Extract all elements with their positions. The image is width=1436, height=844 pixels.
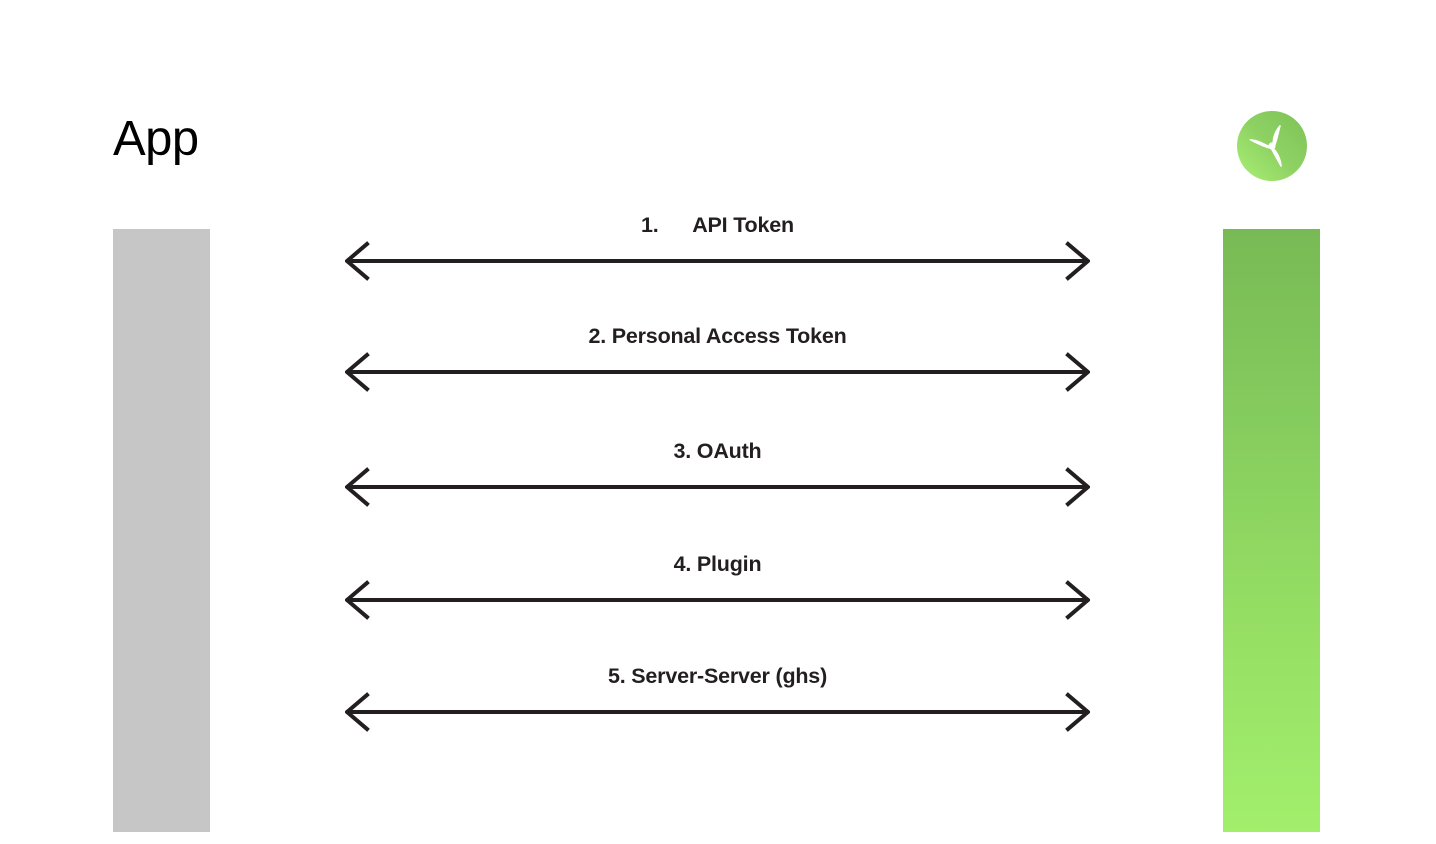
right-actor-logo xyxy=(1236,110,1308,182)
message-arrow xyxy=(345,233,1090,289)
left-actor-title: App xyxy=(113,112,199,166)
left-actor-lifeline xyxy=(113,229,210,832)
propeller-logo-icon xyxy=(1236,110,1308,182)
message-arrow xyxy=(345,572,1090,628)
message-arrow xyxy=(345,344,1090,400)
message-label: 5. Server-Server (ghs) xyxy=(607,664,828,688)
right-actor-lifeline xyxy=(1223,229,1320,832)
message-list: 1. API Token 2. Personal Access Token 3. O… xyxy=(345,0,1090,844)
message-label: 3. OAuth xyxy=(673,439,762,463)
message-label: 2. Personal Access Token xyxy=(588,324,847,348)
message-label: 4. Plugin xyxy=(673,552,762,576)
message-arrow xyxy=(345,684,1090,740)
message-label: 1. API Token xyxy=(641,213,794,237)
message-arrow xyxy=(345,459,1090,515)
